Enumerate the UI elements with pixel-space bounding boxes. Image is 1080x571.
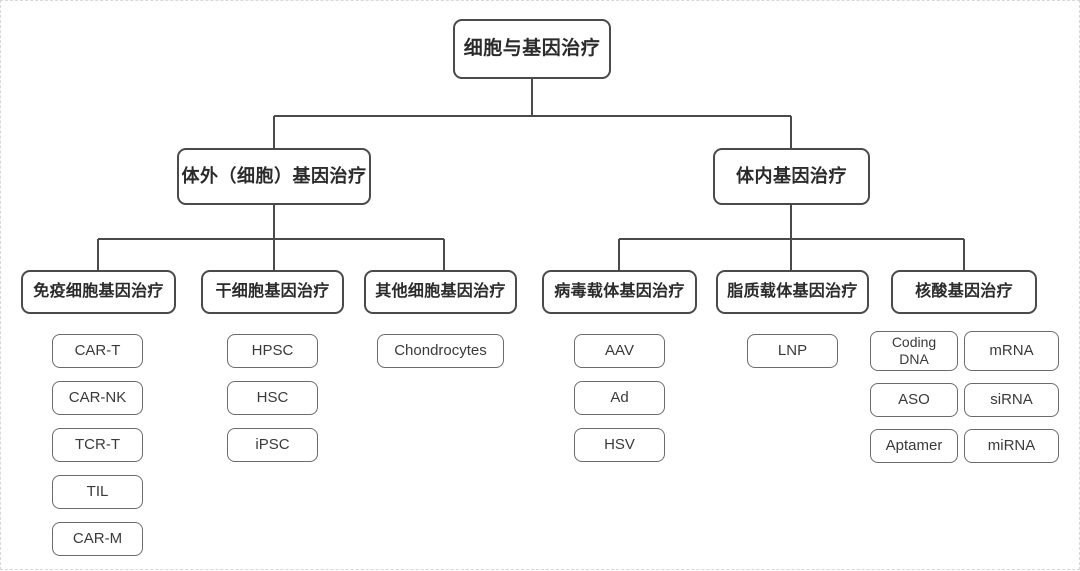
leaf-node-aptamer[interactable]: Aptamer (870, 429, 958, 463)
leaf-node-car-t[interactable]: CAR-T (52, 334, 143, 368)
leaf-node-ad[interactable]: Ad (574, 381, 665, 415)
leaf-node-sirna[interactable]: siRNA (964, 383, 1059, 417)
leaf-node-ipsc[interactable]: iPSC (227, 428, 318, 462)
leaf-node-coding-dna[interactable]: Coding DNA (870, 331, 958, 371)
category-node-nucleic-acid[interactable]: 核酸基因治疗 (891, 270, 1037, 314)
leaf-node-aso[interactable]: ASO (870, 383, 958, 417)
leaf-node-car-nk[interactable]: CAR-NK (52, 381, 143, 415)
category-node-lipid-vector[interactable]: 脂质载体基因治疗 (716, 270, 869, 314)
leaf-node-mrna[interactable]: mRNA (964, 331, 1059, 371)
leaf-node-tcr-t[interactable]: TCR-T (52, 428, 143, 462)
leaf-node-mirna[interactable]: miRNA (964, 429, 1059, 463)
leaf-node-chondrocytes[interactable]: Chondrocytes (377, 334, 504, 368)
category-node-stem-cell[interactable]: 干细胞基因治疗 (201, 270, 344, 314)
leaf-node-car-m[interactable]: CAR-M (52, 522, 143, 556)
root-node[interactable]: 细胞与基因治疗 (453, 19, 611, 79)
branch-node-ex-vivo[interactable]: 体外（细胞）基因治疗 (177, 148, 371, 205)
category-node-viral-vector[interactable]: 病毒载体基因治疗 (542, 270, 697, 314)
leaf-node-hsc[interactable]: HSC (227, 381, 318, 415)
leaf-node-lnp[interactable]: LNP (747, 334, 838, 368)
category-node-immune-cell[interactable]: 免疫细胞基因治疗 (21, 270, 176, 314)
category-node-other-cell[interactable]: 其他细胞基因治疗 (364, 270, 517, 314)
leaf-node-aav[interactable]: AAV (574, 334, 665, 368)
leaf-node-til[interactable]: TIL (52, 475, 143, 509)
leaf-node-hsv[interactable]: HSV (574, 428, 665, 462)
branch-node-in-vivo[interactable]: 体内基因治疗 (713, 148, 870, 205)
leaf-node-hpsc[interactable]: HPSC (227, 334, 318, 368)
